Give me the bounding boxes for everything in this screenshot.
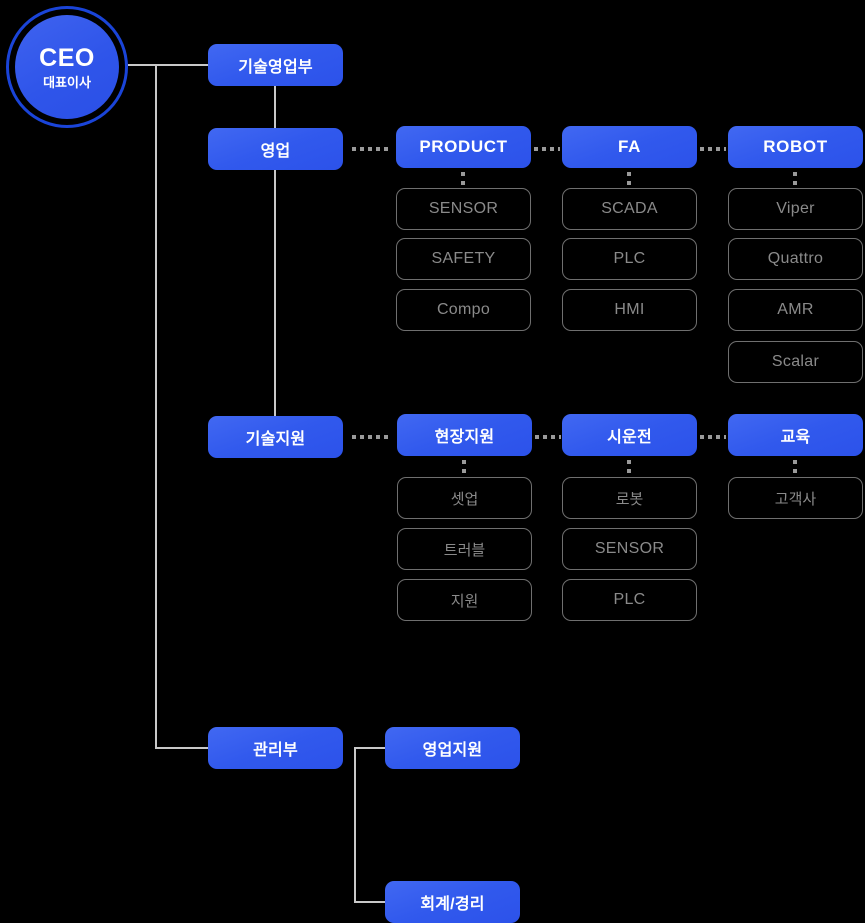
item-robot-1[interactable]: Quattro xyxy=(728,238,863,280)
group-field-support[interactable]: 현장지원 xyxy=(397,414,532,456)
group-commissioning[interactable]: 시운전 xyxy=(562,414,697,456)
item-education-0[interactable]: 고객사 xyxy=(728,477,863,519)
connector-ceo-trunk-vertical xyxy=(155,64,157,749)
connector-commissioning-to-items xyxy=(627,460,631,474)
management-child-sales-support[interactable]: 영업지원 xyxy=(385,727,520,769)
connector-commissioning-to-education xyxy=(700,435,726,439)
connector-field-support-to-items xyxy=(462,460,466,474)
item-field-support-2[interactable]: 지원 xyxy=(397,579,532,621)
item-product-2[interactable]: Compo xyxy=(396,289,531,331)
ceo-title: CEO xyxy=(39,43,95,72)
item-field-support-0[interactable]: 셋업 xyxy=(397,477,532,519)
connector-robot-to-items xyxy=(793,172,797,186)
item-robot-2[interactable]: AMR xyxy=(728,289,863,331)
connector-fa-to-robot xyxy=(700,147,726,151)
connector-management-to-accounting xyxy=(354,901,388,903)
ceo-inner: CEO 대표이사 xyxy=(15,15,119,119)
item-commissioning-0[interactable]: 로봇 xyxy=(562,477,697,519)
group-education[interactable]: 교육 xyxy=(728,414,863,456)
department-tech-sales[interactable]: 기술영업부 xyxy=(208,44,343,86)
item-product-1[interactable]: SAFETY xyxy=(396,238,531,280)
team-tech-support[interactable]: 기술지원 xyxy=(208,416,343,458)
management-child-accounting[interactable]: 회계/경리 xyxy=(385,881,520,923)
item-commissioning-2[interactable]: PLC xyxy=(562,579,697,621)
connector-product-to-items xyxy=(461,172,465,186)
connector-product-to-fa xyxy=(534,147,560,151)
item-field-support-1[interactable]: 트러블 xyxy=(397,528,532,570)
item-robot-3[interactable]: Scalar xyxy=(728,341,863,383)
group-product[interactable]: PRODUCT xyxy=(396,126,531,168)
connector-fa-to-items xyxy=(627,172,631,186)
connector-education-to-items xyxy=(793,460,797,474)
connector-tech-sales-to-sales xyxy=(274,86,276,128)
item-robot-0[interactable]: Viper xyxy=(728,188,863,230)
connector-management-bracket-vertical xyxy=(354,747,356,903)
ceo-node[interactable]: CEO 대표이사 xyxy=(6,6,128,128)
item-fa-0[interactable]: SCADA xyxy=(562,188,697,230)
item-fa-2[interactable]: HMI xyxy=(562,289,697,331)
connector-management-to-sales-support xyxy=(354,747,388,749)
group-robot[interactable]: ROBOT xyxy=(728,126,863,168)
connector-trunk-to-management xyxy=(155,747,211,749)
connector-sales-to-tech-support xyxy=(274,170,276,416)
item-product-0[interactable]: SENSOR xyxy=(396,188,531,230)
item-fa-1[interactable]: PLC xyxy=(562,238,697,280)
connector-tech-support-to-field xyxy=(352,435,388,439)
team-sales[interactable]: 영업 xyxy=(208,128,343,170)
connector-sales-to-product xyxy=(352,147,388,151)
group-fa[interactable]: FA xyxy=(562,126,697,168)
ceo-subtitle: 대표이사 xyxy=(43,74,91,90)
connector-ceo-to-tech-sales xyxy=(128,64,210,66)
item-commissioning-1[interactable]: SENSOR xyxy=(562,528,697,570)
department-management[interactable]: 관리부 xyxy=(208,727,343,769)
connector-field-to-commissioning xyxy=(535,435,561,439)
